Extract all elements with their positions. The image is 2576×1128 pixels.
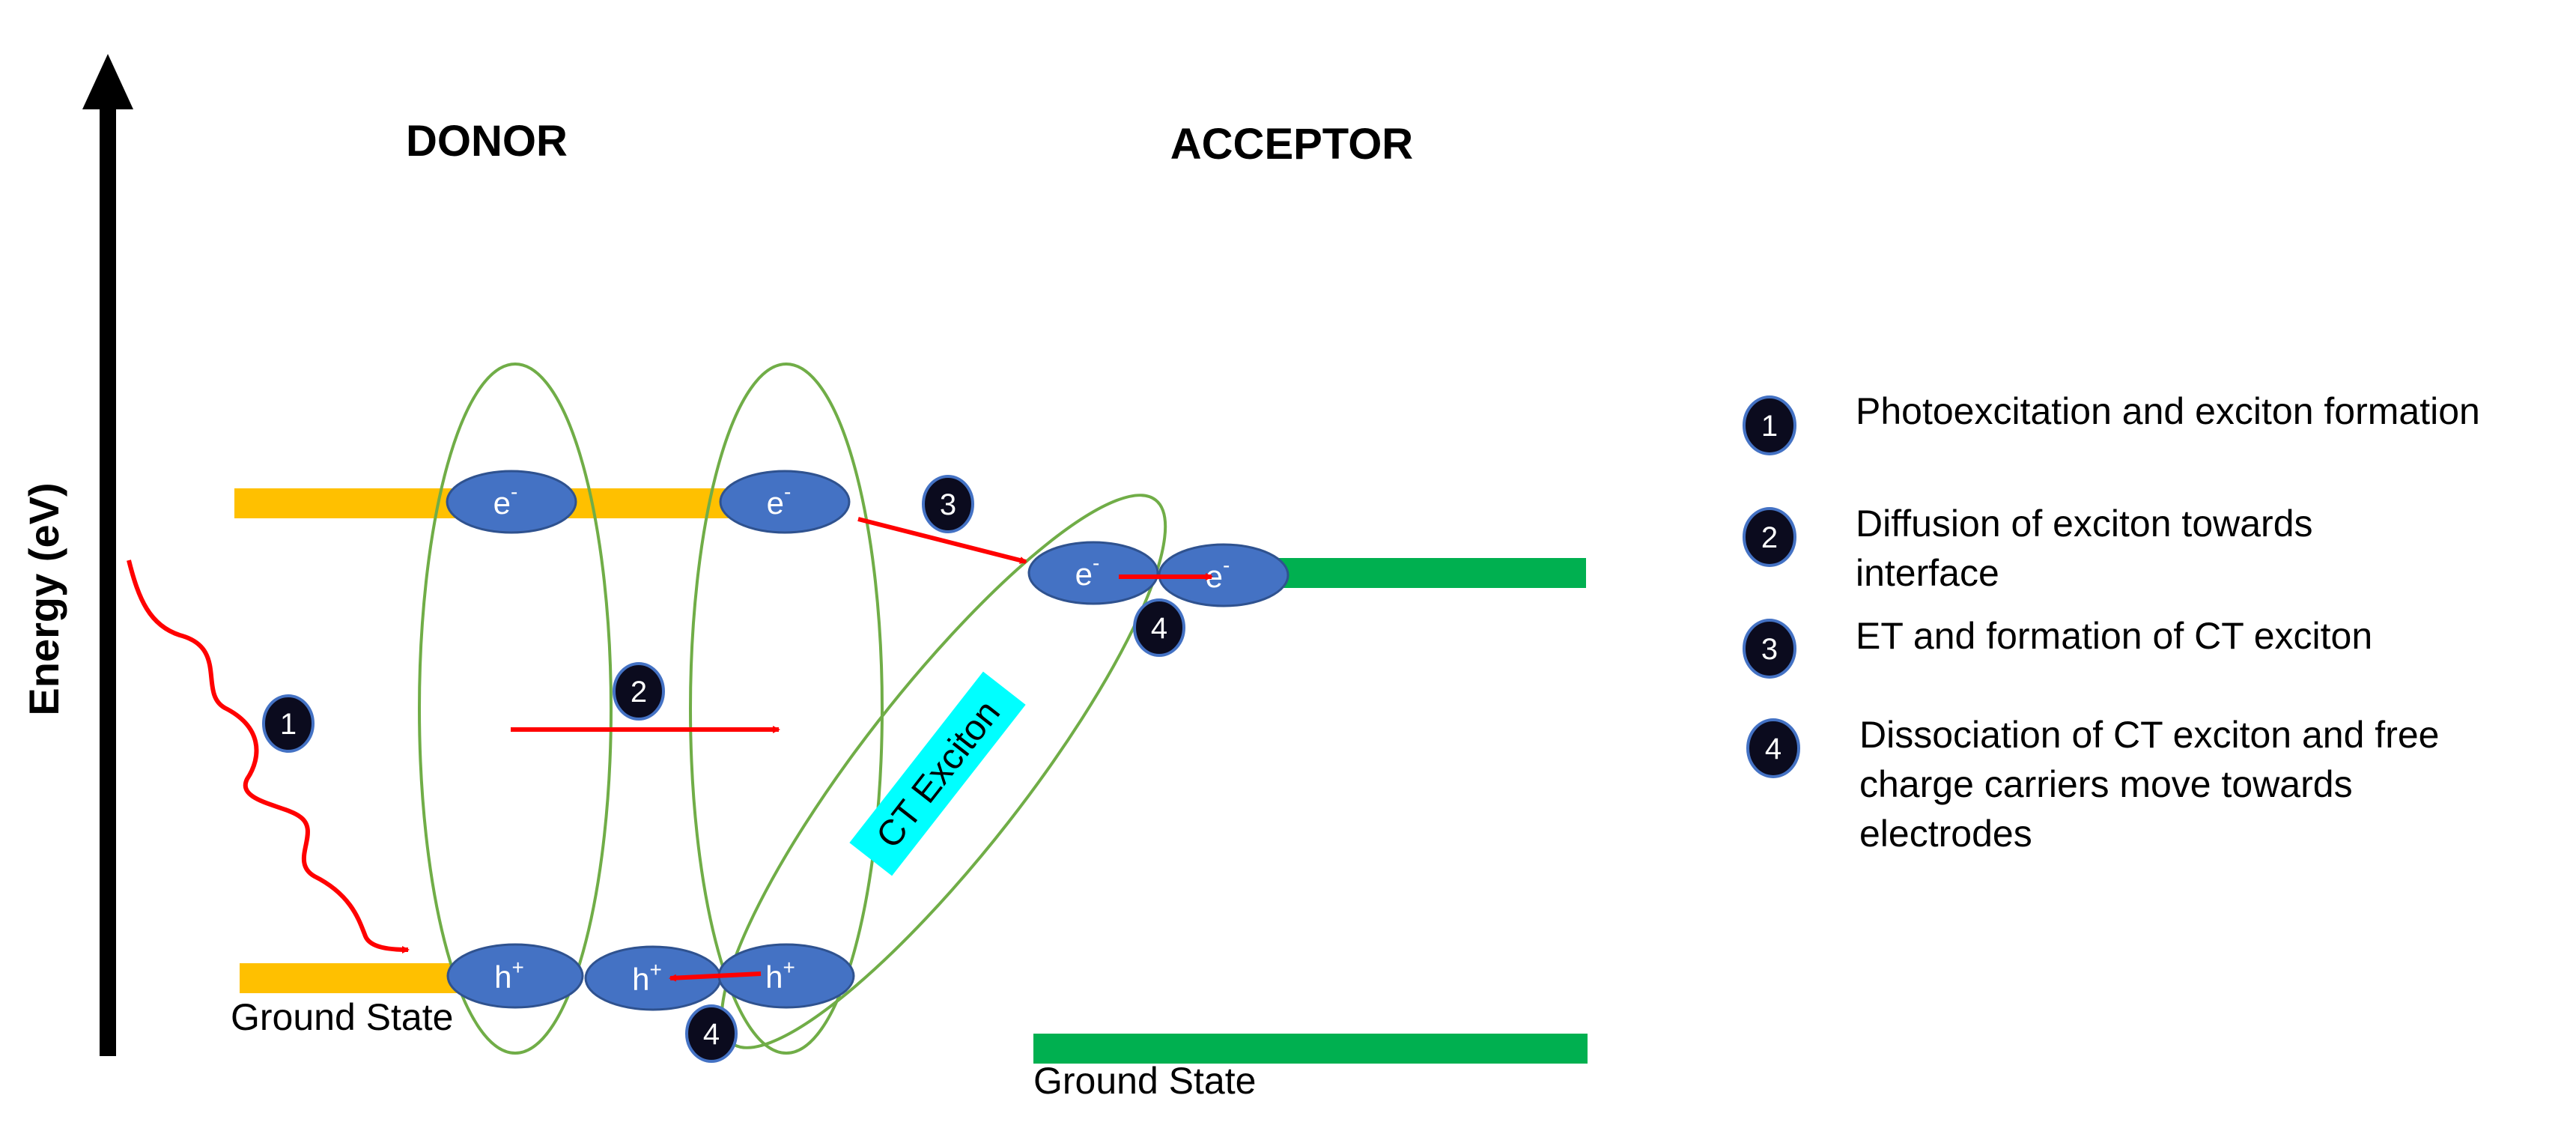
legend-text-line: ET and formation of CT exciton: [1856, 615, 2372, 657]
step-marker-3: 3: [922, 475, 974, 533]
energy-axis: Energy (eV): [20, 54, 133, 1056]
process-arrows: [127, 517, 1213, 982]
legend-number: 3: [1761, 633, 1778, 666]
marker-badge: [262, 694, 315, 753]
legend-item-4: 4 Dissociation of CT exciton and free ch…: [1746, 714, 2439, 855]
donor-homo-level: [240, 963, 457, 993]
step-marker-2: 2: [613, 662, 665, 721]
step-marker-4-donor: 4: [685, 1004, 738, 1063]
energy-axis-line: [100, 97, 116, 1056]
legend-item-1: 1 Photoexcitation and exciton formation: [1743, 390, 2480, 455]
legend-number: 4: [1765, 733, 1781, 765]
donor-ground-state-label: Ground State: [231, 996, 453, 1038]
step-markers: 1 2 3 4 4: [262, 475, 1185, 1063]
energy-axis-label: Energy (eV): [20, 482, 67, 715]
electron-label: e-: [493, 480, 518, 521]
marker-number: 3: [940, 488, 956, 521]
legend-text-line: interface: [1856, 552, 1999, 594]
step-marker-4-acceptor: 4: [1133, 598, 1185, 657]
step-marker-1: 1: [262, 694, 315, 753]
legend-item-3: 3 ET and formation of CT exciton: [1743, 615, 2372, 679]
hole-label: h+: [632, 958, 662, 997]
energy-axis-arrow-icon: [82, 54, 133, 109]
marker-badge: [922, 475, 974, 533]
electron-shape: [719, 470, 851, 534]
electron-donor-2: e-: [719, 470, 851, 534]
legend-badge: [1743, 619, 1796, 679]
marker-badge: [685, 1004, 738, 1063]
legend-badge: [1743, 395, 1796, 455]
hole-donor-2: h+: [717, 943, 855, 1009]
electron-shape: [446, 470, 577, 534]
marker-number: 4: [703, 1018, 720, 1051]
hole-label: h+: [494, 956, 524, 995]
legend-badge: [1743, 507, 1796, 567]
marker-number: 4: [1151, 612, 1167, 645]
electron-shape: [1027, 541, 1159, 605]
marker-number: 2: [631, 676, 647, 709]
marker-badge: [613, 662, 665, 721]
electrons: e- e- e- e-: [446, 470, 1289, 607]
legend: 1 Photoexcitation and exciton formation …: [1743, 390, 2480, 855]
legend-text-line: Photoexcitation and exciton formation: [1856, 390, 2480, 432]
hole-label: h+: [765, 956, 795, 995]
transfer-arrow-icon: [857, 517, 1027, 564]
electron-acceptor-2: e-: [1158, 543, 1289, 607]
marker-badge: [1133, 598, 1185, 657]
hole-donor-1: h+: [446, 943, 584, 1009]
legend-item-2: 2 Diffusion of exciton towards interface: [1743, 503, 2313, 594]
legend-number: 2: [1761, 521, 1778, 554]
legend-number: 1: [1761, 410, 1778, 443]
electron-label: e-: [1075, 551, 1100, 592]
legend-text-line: electrodes: [1859, 813, 2032, 855]
acceptor-ground-state-label: Ground State: [1033, 1060, 1256, 1102]
ct-exciton-tag: CT Exciton: [849, 671, 1026, 876]
electron-label: e-: [1206, 554, 1230, 594]
exciton-outline-2: [689, 363, 884, 1055]
electron-acceptor-1: e-: [1027, 541, 1159, 605]
transfer-arrow-icon: [669, 971, 762, 982]
acceptor-ground-level: [1033, 1034, 1588, 1064]
ct-exciton-label: CT Exciton: [869, 693, 1008, 855]
electron-label: e-: [767, 480, 792, 521]
marker-number: 1: [280, 708, 297, 741]
legend-text-line: Diffusion of exciton towards: [1856, 503, 2313, 545]
ct-exciton-tag-background: [849, 671, 1026, 876]
hole-shape: [446, 943, 584, 1009]
electron-donor-1: e-: [446, 470, 577, 534]
photon-wavy-arrow-icon: [127, 560, 410, 953]
legend-text-line: Dissociation of CT exciton and free: [1859, 714, 2439, 756]
legend-text-line: charge carriers move towards: [1859, 763, 2353, 805]
acceptor-title: ACCEPTOR: [1170, 120, 1413, 169]
holes: h+ h+ h+: [446, 943, 855, 1011]
exciton-outline-1: [418, 363, 613, 1055]
legend-badge: [1746, 718, 1800, 778]
donor-title: DONOR: [406, 117, 568, 166]
